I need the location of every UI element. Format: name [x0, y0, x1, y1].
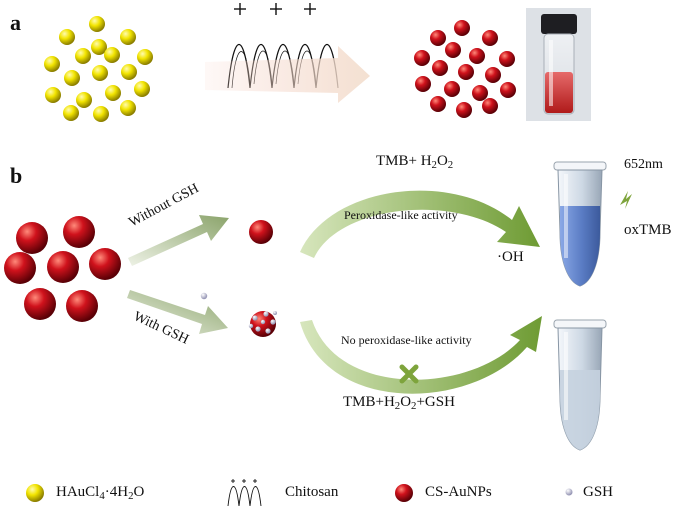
gsh-bound-aunp	[248, 311, 277, 337]
peroxidase-arrow	[300, 190, 540, 258]
arrow-with-gsh	[127, 290, 228, 334]
cs-aunp-cluster	[4, 216, 121, 322]
legend-cs-aunps-label: CS-AuNPs	[425, 484, 492, 500]
panel-a-label: a	[10, 10, 21, 35]
tube-colorless	[553, 319, 607, 451]
oxtmb-label: oxTMB	[624, 222, 672, 238]
aunp-cluster	[414, 20, 516, 118]
wavelength-label: 652nm	[624, 157, 663, 172]
legend-symbols	[26, 479, 573, 507]
aunp-vial-photo	[526, 8, 591, 121]
legend-precursor-label: HAuCl4·4H2O	[56, 484, 145, 503]
no-peroxidase-activity-label: No peroxidase-like activity	[341, 333, 472, 347]
free-aunp	[249, 220, 273, 244]
legend-chitosan-label: Chitosan	[285, 484, 339, 500]
hydroxyl-label: ·OH	[497, 249, 524, 265]
panel-b	[4, 161, 632, 451]
tube-oxtmb	[553, 161, 607, 287]
gsh-dot-free	[200, 292, 208, 300]
legend-precursor-icon	[26, 484, 44, 502]
legend-chitosan-icon	[227, 479, 262, 507]
legend-gsh-label: GSH	[583, 484, 614, 500]
legend-gsh-icon	[565, 488, 573, 496]
legend-cs-aunps-icon	[395, 484, 413, 502]
precursor-cluster	[44, 16, 153, 122]
light-icon	[620, 191, 632, 209]
blocked-cross-icon	[399, 364, 419, 384]
panel-a	[44, 3, 591, 122]
panel-b-label: b	[10, 163, 23, 188]
peroxidase-activity-label: Peroxidase-like activity	[344, 208, 458, 222]
synthesis-arrow	[205, 46, 370, 103]
no-peroxidase-arrow	[300, 316, 542, 394]
top-reagents-label: TMB+ H2O2	[376, 153, 454, 172]
bottom-reagents-label: TMB+H2O2+GSH	[343, 394, 455, 413]
arrow-without-gsh	[128, 215, 229, 266]
